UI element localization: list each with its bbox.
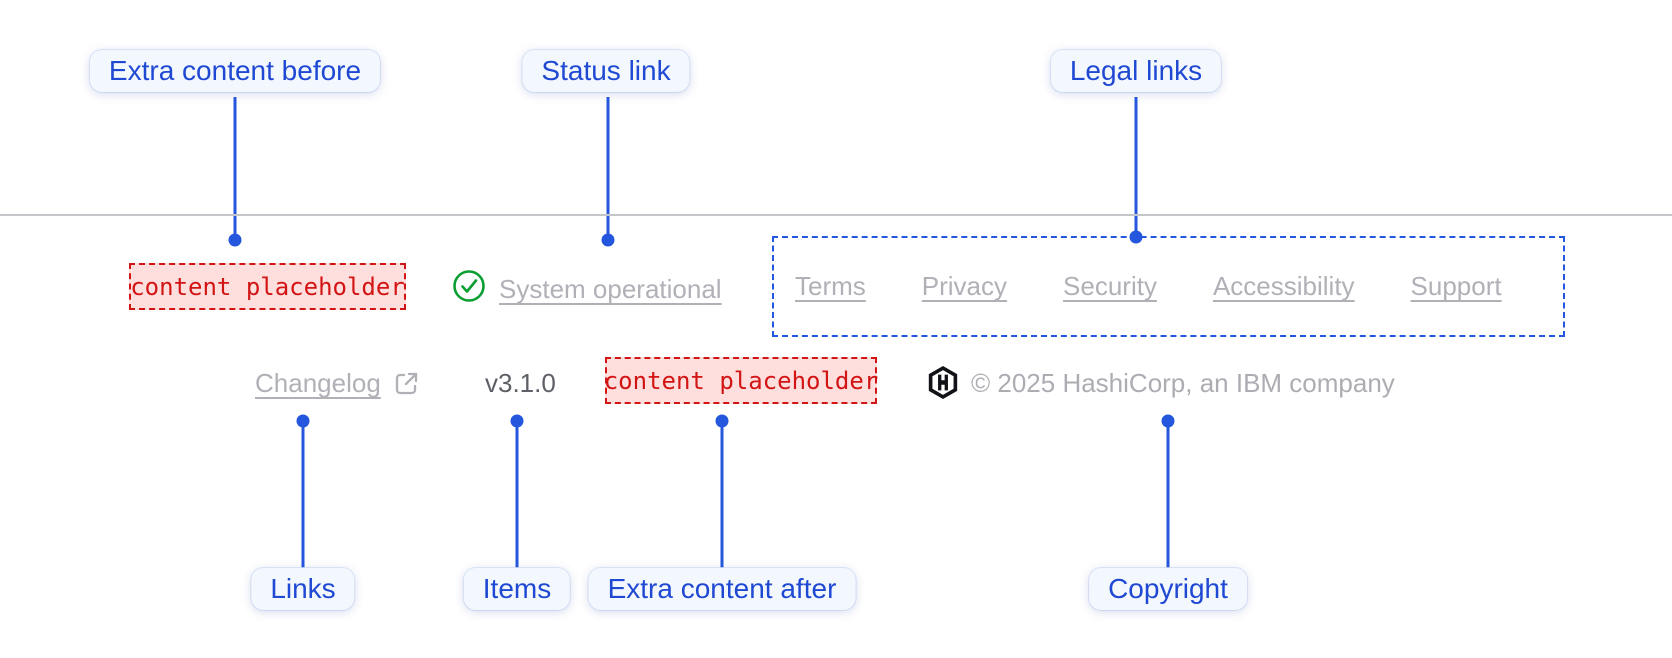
annotation-label-copyright: Copyright	[1089, 568, 1247, 610]
legal-link-security[interactable]: Security	[1063, 271, 1157, 301]
annotation-line	[233, 97, 237, 235]
legal-link-accessibility[interactable]: Accessibility	[1212, 271, 1355, 301]
legal-link-terms[interactable]: Terms	[795, 271, 866, 301]
annotation-line	[720, 427, 724, 568]
check-circle-icon	[452, 269, 486, 303]
annotation-line	[515, 427, 519, 568]
annotation-line	[1134, 97, 1138, 231]
annotation-line	[1166, 427, 1170, 568]
annotation-label-status-link: Status link	[522, 50, 690, 92]
annotation-dot	[1161, 414, 1175, 428]
legal-links-region: Terms Privacy Security Accessibility Sup…	[772, 236, 1565, 337]
changelog-link[interactable]: Changelog	[255, 368, 420, 399]
version-item: v3.1.0	[485, 368, 556, 398]
annotation-line	[301, 427, 305, 568]
legal-link-privacy[interactable]: Privacy	[921, 271, 1008, 301]
annotation-dot	[228, 233, 242, 247]
placeholder-text: content placeholder	[603, 366, 879, 395]
copyright-text: © 2025 HashiCorp, an IBM company	[971, 368, 1395, 398]
extra-content-after-placeholder: content placeholder	[603, 357, 879, 404]
annotation-dot	[296, 414, 310, 428]
annotation-dot	[715, 414, 729, 428]
extra-content-before-placeholder: content placeholder	[129, 263, 406, 310]
annotation-label-legal-links: Legal links	[1050, 50, 1222, 92]
annotation-label-links: Links	[251, 568, 355, 610]
annotation-label-extra-content-after: Extra content after	[588, 568, 856, 610]
annotation-dot	[510, 414, 524, 428]
status-link[interactable]: System operational	[499, 274, 722, 304]
external-link-icon	[393, 370, 420, 397]
footer-top-divider	[0, 214, 1672, 216]
annotation-line	[606, 97, 610, 235]
annotation-label-extra-content-before: Extra content before	[89, 50, 381, 92]
annotation-dot	[601, 233, 615, 247]
legal-link-support[interactable]: Support	[1410, 271, 1502, 301]
placeholder-text: content placeholder	[130, 272, 405, 301]
annotation-label-items: Items	[463, 568, 571, 610]
changelog-link-label[interactable]: Changelog	[255, 368, 381, 398]
hashicorp-logo-icon	[928, 366, 958, 399]
